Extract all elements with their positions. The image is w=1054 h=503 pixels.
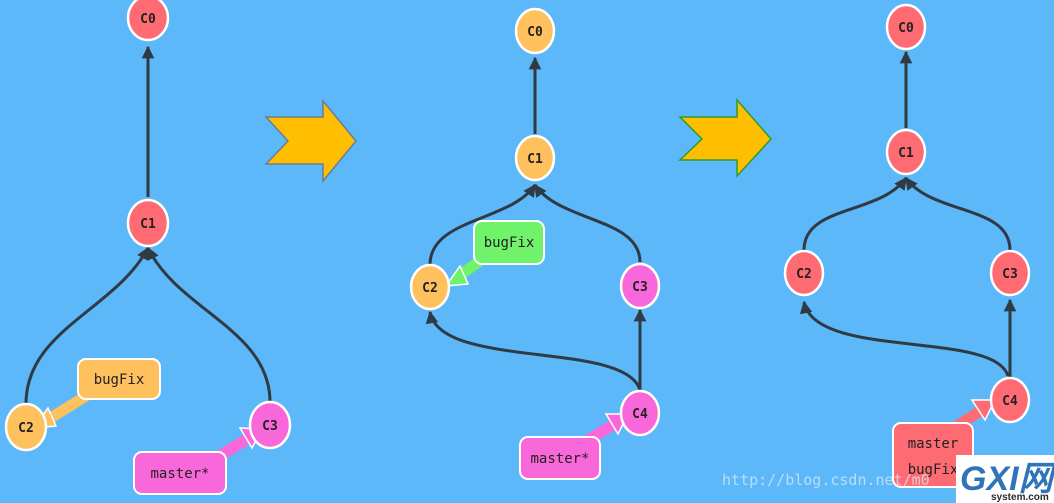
- branch-label-master: master*: [133, 427, 264, 495]
- branch-label-bugfix: bugFix: [32, 358, 161, 429]
- commit-node-c4: C4: [989, 376, 1031, 424]
- commit-node-c3: C3: [248, 400, 292, 450]
- branch-label-box: [519, 436, 601, 480]
- panel-before-rebase: bugFix master* C0 C1 C2 C3: [4, 0, 292, 495]
- commit-circle: [885, 3, 927, 51]
- commit-node-c2: C2: [409, 263, 451, 311]
- commit-circle: [619, 262, 661, 310]
- commit-label: C3: [1002, 267, 1018, 282]
- branch-pointer-arrowhead: [444, 264, 470, 287]
- commit-node-c1: C1: [126, 198, 170, 248]
- commit-label: C0: [140, 12, 156, 27]
- branch-label-text: bugFix: [94, 372, 145, 388]
- branch-label-box: [77, 358, 161, 400]
- logo-sub-text: system.com: [991, 492, 1049, 503]
- branch-label-bugfix: bugFix: [444, 220, 545, 287]
- commit-label: C4: [632, 407, 648, 422]
- commit-label: C4: [1002, 394, 1018, 409]
- branch-label-master: master*: [519, 413, 630, 480]
- commit-node-c0: C0: [126, 0, 170, 42]
- commit-node-c0: C0: [514, 7, 556, 55]
- branch-label-box: [473, 220, 545, 265]
- commit-circle: [514, 134, 556, 182]
- commit-node-c3: C3: [619, 262, 661, 310]
- commit-circle: [989, 376, 1031, 424]
- commit-edges: [24, 45, 272, 405]
- commit-label: C1: [140, 217, 156, 232]
- commit-label: C2: [422, 281, 438, 296]
- watermark-text: http://blog.csdn.net/m0: [722, 471, 930, 489]
- commit-circle: [409, 263, 451, 311]
- flow-arrow-icon: [264, 98, 357, 184]
- commit-label: C1: [898, 146, 914, 161]
- branch-label-box: [133, 451, 227, 495]
- edge-c2-c1: [802, 176, 908, 251]
- commit-circle: [126, 198, 170, 248]
- branch-label-text: master*: [530, 451, 589, 467]
- commit-circle: [4, 402, 48, 452]
- commit-circle: [989, 249, 1031, 297]
- commit-circle: [126, 0, 170, 42]
- branch-pointer-arrowhead: [970, 399, 997, 422]
- edge-c4-c2: [799, 300, 1010, 377]
- commit-node-c3: C3: [989, 249, 1031, 297]
- commit-circle: [514, 7, 556, 55]
- commit-node-c1: C1: [514, 134, 556, 182]
- commit-node-c2: C2: [783, 249, 825, 297]
- panel-after-rebase-bugfix: bugFix master* C0 C1 C2 C3 C4: [409, 7, 661, 480]
- branch-label-text: master*: [150, 466, 209, 482]
- logo-main-text: GXI网: [960, 460, 1054, 498]
- commit-node-c2: C2: [4, 402, 48, 452]
- edge-c2-c1: [24, 246, 150, 405]
- commit-label: C1: [527, 152, 543, 167]
- commit-label: C3: [632, 280, 648, 295]
- edge-c3-c1: [533, 183, 642, 263]
- commit-circle: [619, 389, 661, 437]
- branch-label-text: master: [908, 436, 959, 452]
- branch-label-master-bugfix: master bugFix: [892, 399, 997, 488]
- commit-node-c4: C4: [619, 389, 661, 437]
- commit-label: C2: [796, 267, 812, 282]
- branch-label-text: bugFix: [484, 235, 535, 251]
- commit-label: C0: [898, 21, 914, 36]
- commit-label: C3: [262, 419, 278, 434]
- commit-label: C0: [527, 25, 543, 40]
- commit-edges: [425, 56, 647, 392]
- edge-c3-c1: [904, 176, 1012, 251]
- edge-c4-c2: [425, 310, 642, 391]
- commit-circle: [248, 400, 292, 450]
- edge-c3-c1: [146, 246, 272, 403]
- panel-after-fast-forward: master bugFix C0 C1 C2 C3 C4: [783, 3, 1031, 488]
- commit-circle: [885, 128, 927, 176]
- commit-label: C2: [18, 421, 34, 436]
- commit-circle: [783, 249, 825, 297]
- commit-node-c1: C1: [885, 128, 927, 176]
- site-logo: GXI网 system.com: [956, 455, 1054, 503]
- logo-background: [956, 455, 1054, 503]
- commit-node-c0: C0: [885, 3, 927, 51]
- commit-edges: [799, 50, 1017, 378]
- branch-label-text: bugFix: [908, 462, 959, 478]
- edge-c2-c1: [428, 183, 537, 266]
- flow-arrow-icon: [678, 97, 773, 178]
